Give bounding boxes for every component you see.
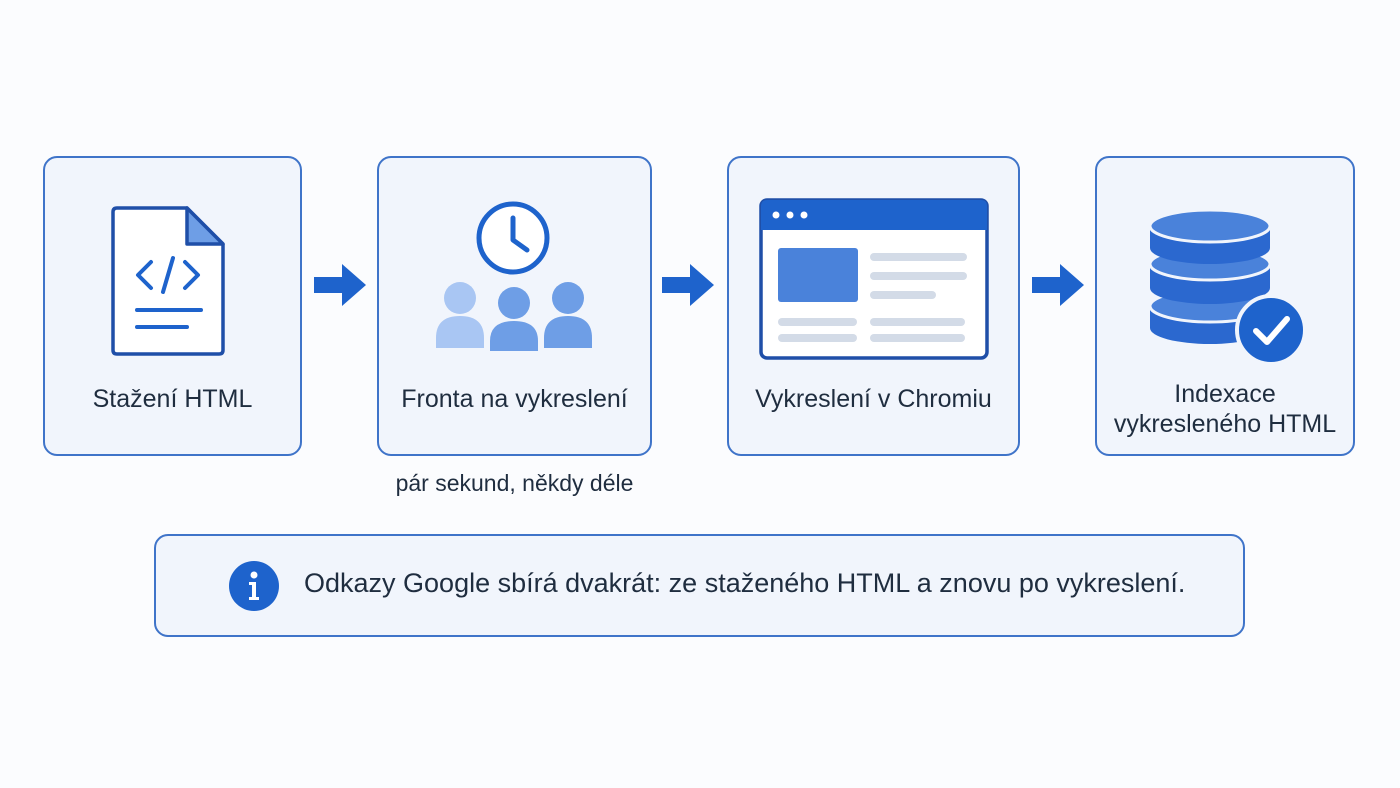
step-label: Vykreslení v Chromiu — [755, 385, 992, 413]
info-callout: Odkazy Google sbírá dvakrát: ze staženéh… — [154, 534, 1245, 637]
step-render-queue: Fronta na vykreslení — [377, 156, 652, 456]
arrow-right-icon — [1032, 264, 1084, 306]
step-indexing: Indexace vykresleného HTML — [1095, 156, 1355, 456]
html-file-icon — [111, 206, 225, 356]
database-check-icon — [1148, 208, 1307, 366]
step-label: Fronta na vykreslení — [401, 385, 628, 413]
arrow-right-icon — [314, 264, 366, 306]
info-text: Odkazy Google sbírá dvakrát: ze staženéh… — [304, 568, 1186, 598]
step-chromium-render: Vykreslení v Chromiu — [727, 156, 1020, 456]
step-label: Stažení HTML — [92, 385, 253, 413]
queue-clock-people-icon — [436, 201, 592, 351]
info-icon — [229, 561, 279, 611]
step-html-download: Stažení HTML — [43, 156, 302, 456]
queue-duration-note: pár sekund, někdy déle — [395, 470, 634, 496]
browser-window-icon — [759, 198, 989, 360]
step-label: Indexace vykresleného HTML — [1113, 380, 1337, 438]
arrow-right-icon — [662, 264, 714, 306]
